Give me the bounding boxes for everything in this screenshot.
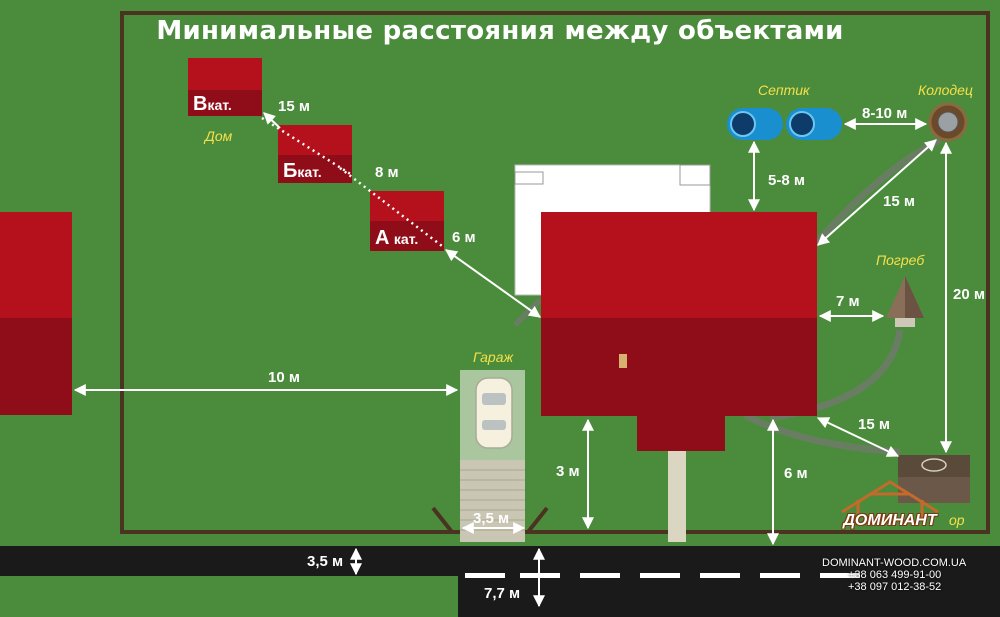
garage xyxy=(460,370,525,460)
barn xyxy=(898,455,970,503)
house-category-a xyxy=(370,191,444,251)
neighbor-house xyxy=(0,212,72,415)
house-category-v xyxy=(188,58,262,116)
house-label: Дом xyxy=(205,128,233,144)
brand-phone-1: +38 063 499-91-00 xyxy=(848,569,942,581)
brand-logo xyxy=(841,480,939,520)
cellar xyxy=(886,276,924,327)
distance-well-barn: 20 м xyxy=(953,286,985,303)
main-house xyxy=(541,212,817,451)
distance-house-fence: 3 м xyxy=(556,463,580,480)
category-b-label: Бкат. xyxy=(283,160,322,182)
category-a-label: А кат. xyxy=(375,227,419,249)
page-title: Минимальные расстояния между объектами xyxy=(156,16,844,46)
cellar-label: Погреб xyxy=(876,252,925,268)
arrow-well-house xyxy=(817,139,937,246)
gate-left xyxy=(431,506,454,534)
distance-well-house: 15 м xyxy=(883,193,915,210)
arrow-barn-house xyxy=(816,417,900,457)
house-walkway xyxy=(668,451,686,542)
well xyxy=(928,102,968,142)
septic-tanks xyxy=(727,108,842,140)
well-label: Колодец xyxy=(918,82,973,98)
brand-site: DOMINANT-WOOD.COM.UA xyxy=(822,557,967,569)
plot-fence xyxy=(120,11,990,534)
brand-phone-2: +38 097 012-38-52 xyxy=(848,581,942,593)
distance-b-a: 8 м xyxy=(375,164,399,181)
distance-neighbor-garage: 10 м xyxy=(268,369,300,386)
gate-right xyxy=(526,506,549,534)
brand-name: ДОМИНАНТ xyxy=(843,512,937,529)
barn-label: ор xyxy=(949,512,965,528)
distance-a-house: 6 м xyxy=(452,229,476,246)
distance-septic-house: 5-8 м xyxy=(768,172,805,189)
distance-road-width: 7,7 м xyxy=(484,585,521,602)
septic-label: Септик xyxy=(758,82,810,98)
arrow-a-house xyxy=(445,249,541,318)
distance-house-road: 6 м xyxy=(784,465,808,482)
distance-v-b: 15 м xyxy=(278,98,310,115)
category-v-label: Вкат. xyxy=(193,93,232,115)
door xyxy=(619,354,627,368)
distance-septic-well: 8-10 м xyxy=(862,105,908,122)
garage-label: Гараж xyxy=(473,349,514,365)
distance-barn-house: 15 м xyxy=(858,416,890,433)
distance-cellar-house: 7 м xyxy=(836,293,860,310)
distance-fence-road: 3,5 м xyxy=(307,553,344,570)
road-lower xyxy=(458,546,1000,617)
distance-gate-width: 3,5 м xyxy=(473,510,510,527)
